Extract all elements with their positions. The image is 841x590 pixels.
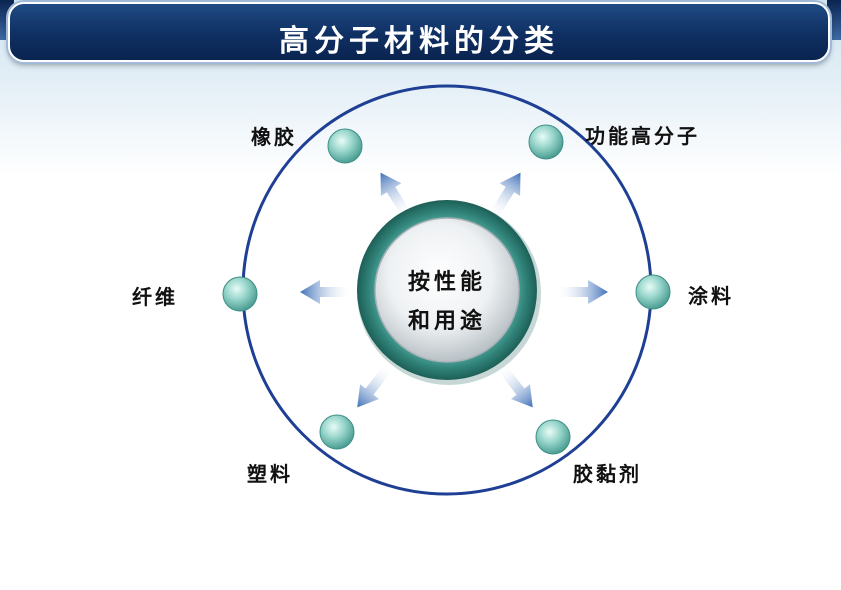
node-fiber <box>222 276 258 312</box>
node-plastic <box>319 414 355 450</box>
page-title: 高分子材料的分类 <box>279 24 559 59</box>
arrow-fiber <box>300 280 350 304</box>
right-corner-decoration <box>827 0 841 40</box>
center-disc <box>374 217 520 363</box>
title-banner: 高分子材料的分类 <box>8 2 830 62</box>
center-line-1: 按性能 <box>407 270 486 295</box>
node-coating <box>635 274 671 310</box>
label-rubber: 橡胶 <box>251 125 297 149</box>
node-rubber <box>327 128 363 164</box>
node-functional-polymer <box>528 124 564 160</box>
label-plastic: 塑料 <box>247 462 293 486</box>
label-coating: 涂料 <box>688 284 734 308</box>
label-functional-polymer: 功能高分子 <box>585 124 700 148</box>
arrow-plastic <box>347 360 398 415</box>
node-adhesive <box>535 419 571 455</box>
label-fiber: 纤维 <box>132 285 178 309</box>
arrow-coating <box>558 280 608 304</box>
center-line-2: 和用途 <box>407 309 486 334</box>
label-adhesive: 胶黏剂 <box>573 462 642 486</box>
